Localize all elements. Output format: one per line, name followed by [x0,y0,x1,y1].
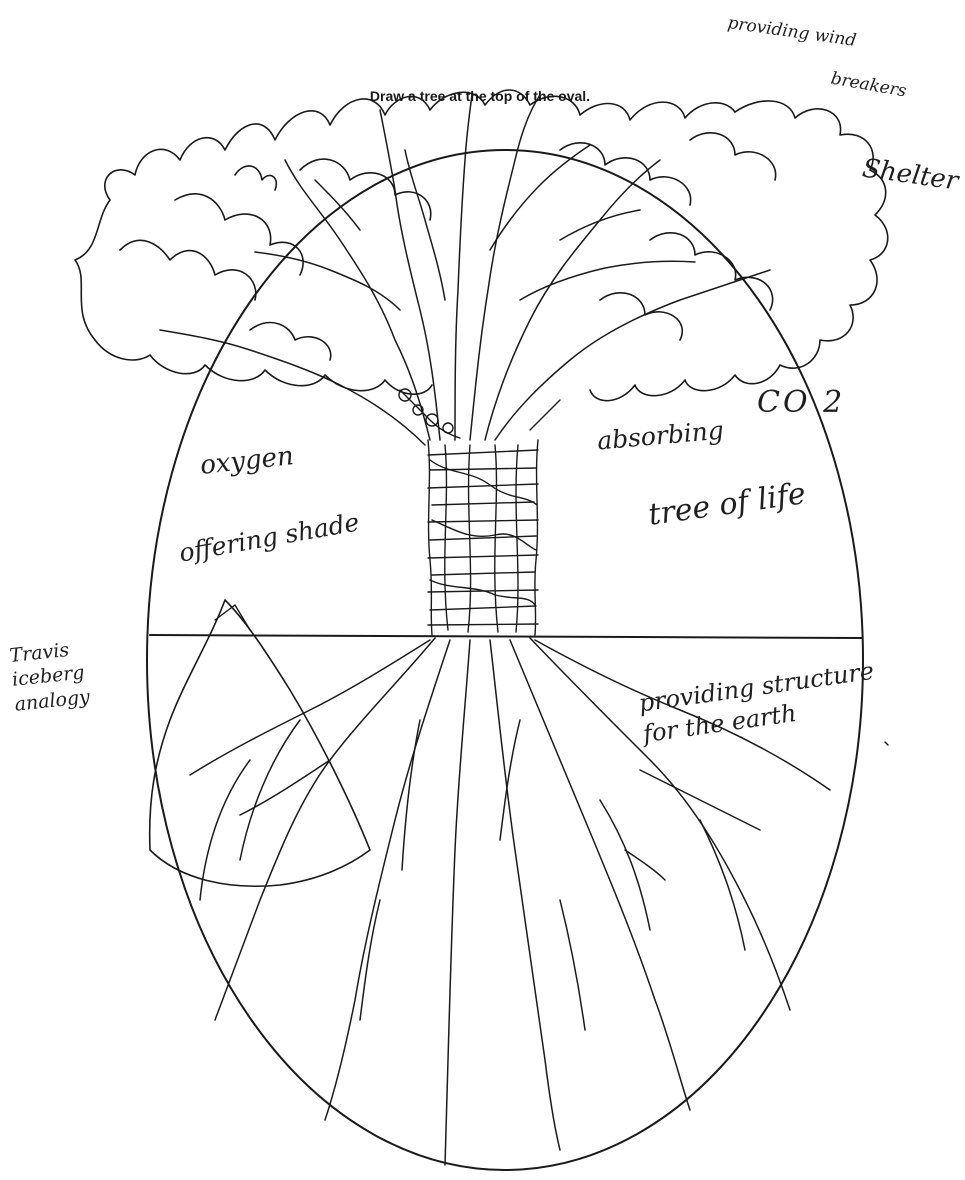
note-travis-iceberg-analogy: Travis iceberg analogy [8,636,91,716]
worksheet-instruction: Draw a tree at the top of the oval. [250,88,710,104]
tree-branches [160,95,770,445]
iceberg-sketch [150,600,370,886]
stray-mark [885,742,888,745]
tree-canopy [75,90,888,401]
ground-line [150,635,862,638]
oval-outline [147,150,863,1170]
tree-trunk [399,389,560,635]
note-co2: CO 2 [757,388,845,418]
